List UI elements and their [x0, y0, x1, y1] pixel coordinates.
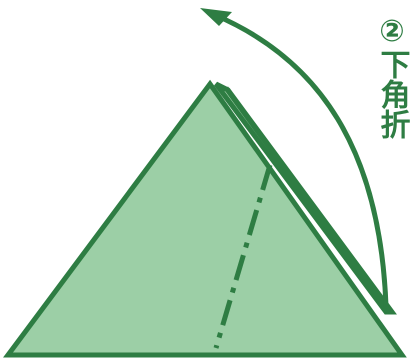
step-caption: ②下角折	[375, 14, 411, 139]
